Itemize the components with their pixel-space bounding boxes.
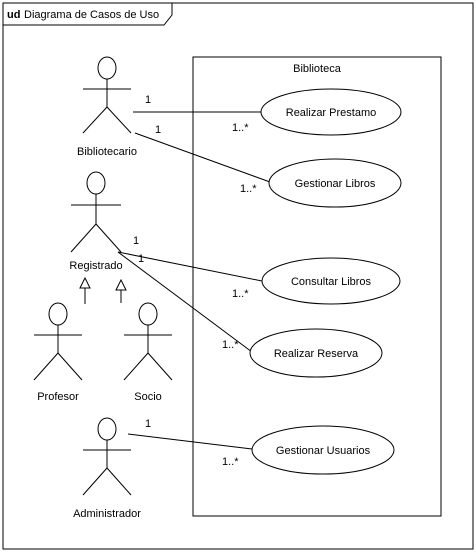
mult-registrado-reserva-usecase: 1..*	[222, 339, 239, 351]
usecase-realizar-reserva[interactable]	[249, 328, 383, 378]
frame-title-tab	[2, 2, 173, 26]
usecase-gestionar-usuarios-label: Gestionar Usuarios	[276, 445, 371, 457]
actor-bibliotecario-label: Bibliotecario	[77, 146, 137, 158]
assoc-bibliotecario-gestionar-libros	[134, 132, 271, 183]
actor-bibliotecario-icon[interactable]	[82, 56, 132, 134]
mult-registrado-reserva-actor: 1	[138, 253, 144, 265]
mult-administrador-actor: 1	[145, 418, 151, 430]
mult-bibliotecario-libros-usecase: 1..*	[240, 183, 257, 195]
assoc-registrado-consultar	[117, 251, 263, 282]
usecase-realizar-prestamo[interactable]	[260, 88, 402, 136]
usecase-gestionar-libros-label: Gestionar Libros	[295, 178, 376, 190]
actor-administrador-icon[interactable]	[82, 417, 132, 496]
mult-administrador-usecase: 1..*	[222, 456, 239, 468]
mult-registrado-consultar-usecase: 1..*	[232, 288, 249, 300]
system-name: Biblioteca	[293, 63, 342, 75]
mult-registrado-consultar-actor: 1	[133, 235, 139, 247]
generalization-profesor-arrowhead	[79, 276, 91, 289]
usecase-gestionar-usuarios[interactable]	[251, 425, 395, 475]
system-boundary	[192, 56, 442, 517]
usecase-gestionar-libros[interactable]	[268, 158, 402, 208]
actor-socio-label: Socio	[134, 391, 162, 403]
mult-bibliotecario-libros-actor: 1	[155, 124, 161, 136]
actor-registrado-icon[interactable]	[70, 171, 122, 253]
actor-profesor-label: Profesor	[37, 391, 79, 403]
mult-bibliotecario-prestamo-usecase: 1..*	[232, 122, 249, 134]
actor-profesor-icon[interactable]	[33, 302, 83, 381]
actor-administrador-label: Administrador	[73, 508, 141, 520]
assoc-administrador-gestionar-usuarios	[127, 433, 253, 450]
actor-socio-icon[interactable]	[123, 302, 173, 381]
frame-kind: ud	[7, 9, 20, 21]
usecase-consultar-libros-label: Consultar Libros	[291, 276, 372, 288]
frame-title: Diagrama de Casos de Uso	[24, 9, 159, 21]
generalization-socio-arrowhead	[115, 278, 127, 291]
usecase-realizar-prestamo-label: Realizar Prestamo	[286, 107, 376, 119]
usecase-realizar-reserva-label: Realizar Reserva	[274, 348, 359, 360]
actor-registrado-label: Registrado	[69, 260, 122, 272]
usecase-consultar-libros[interactable]	[261, 257, 401, 305]
mult-bibliotecario-prestamo-actor: 1	[145, 94, 151, 106]
assoc-registrado-reserva	[117, 251, 253, 353]
